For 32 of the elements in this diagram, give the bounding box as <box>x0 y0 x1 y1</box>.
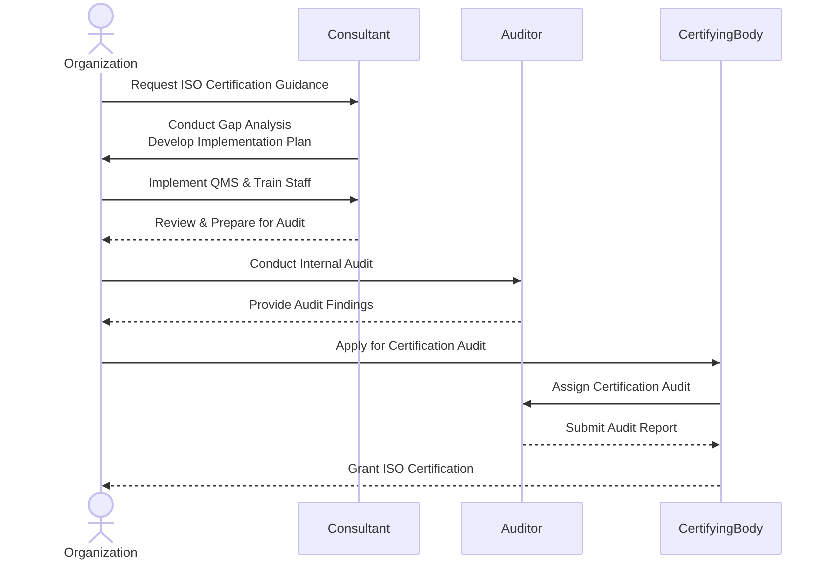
actor-label: Organization <box>64 56 138 71</box>
participant-box: Consultant <box>298 502 420 555</box>
edge-label: Submit Audit Report <box>566 420 678 437</box>
actor-label: Organization <box>64 545 138 560</box>
message-arrow <box>102 98 358 106</box>
message-arrow <box>102 155 358 163</box>
message-arrow <box>102 318 521 326</box>
participant-box: Consultant <box>298 8 420 61</box>
lifeline <box>100 73 102 492</box>
edge-label: Implement QMS & Train Staff <box>148 175 312 192</box>
edge-label: Apply for Certification Audit <box>336 338 486 355</box>
edge-label: Request ISO Certification Guidance <box>130 77 330 94</box>
edge-label: Conduct Internal Audit <box>250 256 373 273</box>
message-arrow <box>102 482 720 490</box>
message-arrow <box>102 277 521 285</box>
edge-label: Conduct Gap Analysis Develop Implementation Plan <box>147 117 313 151</box>
message-arrow <box>102 359 720 367</box>
edge-label: Provide Audit Findings <box>249 297 374 314</box>
participant-box: Auditor <box>461 8 583 61</box>
edge-label: Review & Prepare for Audit <box>154 215 306 232</box>
message-arrow <box>523 441 720 449</box>
participant-box: Auditor <box>461 502 583 555</box>
lifeline <box>521 61 523 502</box>
participant-box: CertifyingBody <box>660 502 782 555</box>
lifeline <box>358 61 360 502</box>
message-arrow <box>523 400 720 408</box>
edge-label: Grant ISO Certification <box>348 461 474 478</box>
participant-box: CertifyingBody <box>660 8 782 61</box>
message-arrow <box>102 196 358 204</box>
lifeline <box>720 61 722 502</box>
edge-label: Assign Certification Audit <box>552 379 691 396</box>
message-arrow <box>102 236 358 244</box>
